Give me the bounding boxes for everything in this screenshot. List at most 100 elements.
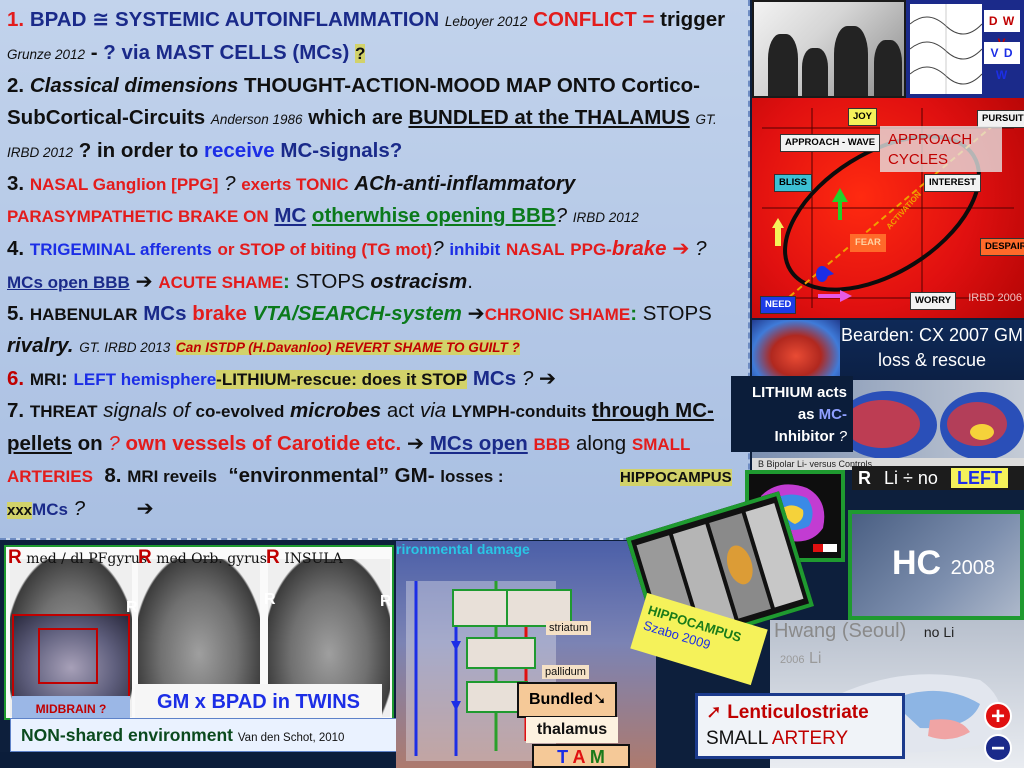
wave-chart-figure: D W V V D W	[906, 0, 1024, 98]
text: via	[419, 399, 447, 423]
text: ACh-anti-inflammatory	[354, 172, 576, 196]
text: MRI	[29, 370, 61, 390]
point-number: 3	[7, 172, 19, 196]
point-1: 1. BPAD ≅ SYSTEMIC AUTOINFLAMMATION Lebo…	[7, 4, 742, 70]
text: Classical dimensions	[29, 74, 239, 98]
brain-scan-figure	[752, 320, 840, 380]
point-2: 2. Classical dimensions THOUGHT-ACTION-M…	[7, 70, 742, 168]
citation: IRBD 2012	[572, 210, 639, 226]
text: no Li	[923, 624, 955, 640]
r-mark: R	[264, 591, 276, 608]
text: brake	[192, 301, 247, 325]
text: MCs	[472, 367, 517, 391]
text: MCs open BBB	[7, 272, 130, 292]
lenticulo-line-1: ➚ Lenticulostriate	[706, 700, 894, 726]
text: ACUTE SHAME	[158, 272, 284, 292]
text: THREAT	[29, 402, 98, 422]
text: BUNDLED at the THALAMUS	[408, 105, 690, 129]
wave-code-1: D W V	[984, 10, 1020, 50]
text: THOUGHT-ACTION-MOOD MAP ONTO	[244, 74, 616, 98]
citation: GT. IRBD 2012	[7, 111, 717, 160]
pallidum-label: pallidum	[542, 665, 589, 679]
text: 2006	[780, 654, 805, 666]
text: MC-signals?	[280, 138, 403, 162]
family-photo	[752, 0, 906, 98]
text: SMALL	[706, 728, 768, 749]
arrow-icon: ➔	[672, 237, 690, 261]
striatum-label: striatum	[546, 621, 592, 635]
text: TRIGEMINAL afferents	[29, 240, 212, 260]
text: R	[8, 547, 22, 568]
text: as	[797, 406, 815, 423]
text: .	[18, 172, 25, 196]
text: SMALL ARTERIES	[7, 434, 691, 486]
li-compare-label: R Li ÷ no LEFT	[852, 466, 1024, 490]
point-number: 8.	[104, 463, 122, 487]
hwang-title: Hwang (Seoul) no Li	[774, 620, 954, 643]
text: VTA/SEARCH-system	[252, 301, 462, 325]
map-citation: IRBD 2006	[968, 292, 1022, 304]
text: .	[467, 269, 473, 293]
arrow-icon: ➚	[706, 702, 722, 723]
text: Can ISTDP (H.Davanloo) REVERT SHAME TO G…	[175, 340, 520, 356]
twins-label: GM x BPAD in TWINS	[135, 684, 382, 720]
midbrain-label: MIDBRAIN ?	[12, 696, 130, 722]
arrow-icon: ➔	[136, 497, 154, 521]
map-approach-wave: APPROACH - WAVE	[780, 134, 881, 152]
text: PPG-	[570, 240, 612, 260]
mri-label-2: R med Orb. gyrus	[138, 547, 267, 569]
main-text-panel: 1. BPAD ≅ SYSTEMIC AUTOINFLAMMATION Lebo…	[0, 0, 750, 540]
text: CONFLICT	[533, 8, 637, 31]
text: ? in order to	[78, 138, 199, 162]
point-5: 5. HABENULAR MCs brake VTA/SEARCH-system…	[7, 298, 742, 363]
text: M	[589, 747, 605, 767]
map-need: NEED	[760, 296, 797, 314]
text: through MC-pellets	[7, 399, 714, 455]
text: A	[572, 747, 585, 767]
point-number: 5	[7, 301, 19, 325]
text: inhibit	[449, 240, 501, 260]
text: STOPS	[642, 301, 712, 325]
arrow-icon: ➔	[406, 431, 425, 455]
text: 2008	[950, 557, 996, 579]
text: .	[18, 237, 25, 261]
mri-label-3: R INSULA	[266, 547, 343, 569]
text: receive	[204, 138, 275, 162]
text: on	[77, 431, 103, 455]
point-number: 4	[7, 237, 19, 261]
map-worry: WORRY	[910, 292, 957, 310]
point-number: 1.	[7, 8, 25, 31]
text: NASAL	[506, 240, 565, 260]
hwang-subtitle: 2006 Li	[780, 650, 821, 668]
text: ?	[432, 237, 444, 261]
text: Li ÷ no	[884, 468, 938, 488]
text: Hwang (Seoul)	[774, 620, 907, 642]
text: own vessels of Carotide etc.	[125, 431, 402, 455]
text: co-evolved	[195, 402, 285, 422]
r-mark: R	[380, 593, 392, 610]
text: .	[18, 74, 25, 98]
text: BBB	[533, 434, 571, 454]
arrow-icon: ➔	[538, 367, 557, 391]
text: :	[60, 367, 68, 391]
text: “environmental” GM-	[228, 463, 435, 487]
nonshared-caption: NON-shared environment Van den Schot, 20…	[10, 718, 398, 752]
arrow-icon: ➔	[467, 301, 485, 325]
text: trigger	[660, 8, 726, 31]
text: along	[576, 431, 627, 455]
text: MCs open	[429, 431, 528, 455]
text: rivalry.	[7, 334, 74, 358]
text: LEFT hemisphere	[73, 370, 217, 390]
map-interest: INTEREST	[924, 174, 981, 192]
map-fear: FEAR	[850, 234, 886, 252]
text: exerts TONIC	[241, 175, 349, 195]
text: MC	[274, 204, 307, 228]
bundled-label: Bundled➘	[517, 682, 617, 718]
env-caption: rironmental damage	[396, 541, 530, 557]
text: med Orb. gyrus	[156, 551, 267, 567]
plus-icon: +	[984, 702, 1012, 730]
text: -LITHIUM-rescue: does it STOP	[216, 370, 468, 390]
text: Lenticulostriate	[727, 702, 869, 723]
text: HABENULAR	[29, 304, 138, 324]
point-number: 6.	[7, 367, 25, 391]
